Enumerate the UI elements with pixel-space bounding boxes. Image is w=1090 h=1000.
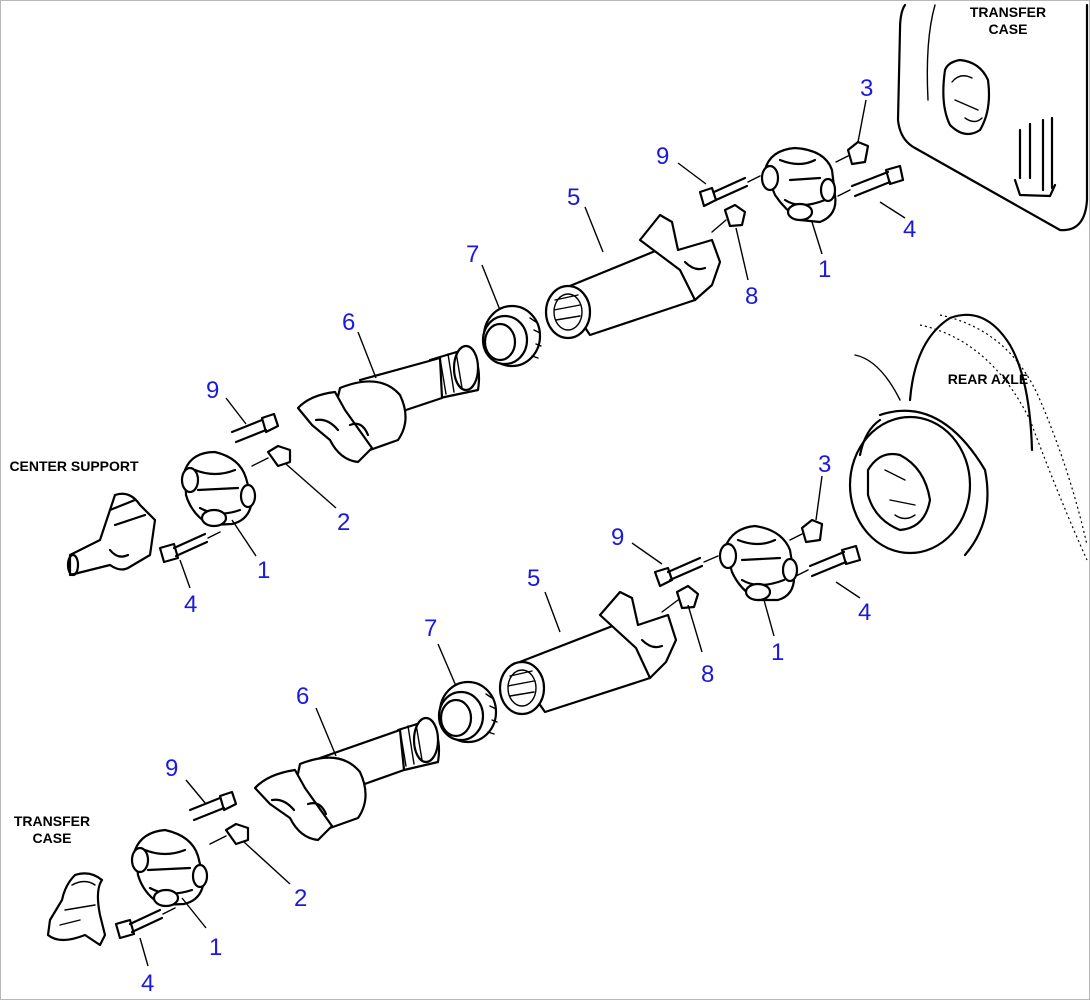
leader-lines [139,99,906,967]
callout-lower-6: 6 [296,683,309,710]
upper-grease-fitting-2 [251,444,292,468]
callout-lower-4-left: 4 [141,970,154,997]
rear-axle [848,313,1088,561]
callout-lower-9-right: 9 [611,524,624,551]
lower-driveshaft-6 [253,716,441,842]
callout-upper-8: 8 [745,283,758,310]
callout-lower-2: 2 [294,885,307,912]
transfer-case-bottom-flange [46,872,107,947]
callout-upper-2: 2 [337,509,350,536]
upper-universal-joint-right [760,146,837,224]
upper-universal-joint-left [180,450,257,528]
callout-lower-5: 5 [527,565,540,592]
callout-lower-4-right: 4 [858,599,871,626]
lower-grease-fitting-8 [661,584,700,613]
lower-bearing-7 [437,680,498,744]
upper-slip-yoke-5 [544,213,722,340]
callout-upper-9-left: 9 [206,377,219,404]
label-center-support: CENTER SUPPORT [9,458,139,474]
lower-bolt-9-left [188,790,238,822]
callout-lower-3: 3 [818,451,831,478]
upper-grease-fitting-8 [711,203,747,233]
upper-grease-fitting-3 [835,140,870,166]
callout-lower-7: 7 [424,615,437,642]
callout-lower-1-left: 1 [209,934,222,961]
upper-bolt-4-left [158,531,221,564]
lower-slip-yoke-5 [498,590,678,716]
upper-bolt-4-right [837,164,905,198]
center-support-bracket [66,492,157,577]
callout-upper-7: 7 [466,241,479,268]
callout-upper-4-right: 4 [903,216,916,243]
lower-bolt-4-right [795,544,862,578]
callout-lower-9-left: 9 [165,755,178,782]
label-transfer-case-top-line2: CASE [989,21,1028,37]
transfer-case-top-housing [896,3,1089,232]
lower-bolt-9-right [653,555,719,588]
upper-driveshaft-6 [296,344,481,464]
callout-upper-6: 6 [342,309,355,336]
lower-grease-fitting-3 [789,518,824,544]
label-transfer-case-bottom-line2: CASE [33,830,72,846]
lower-bolt-4-left [114,907,176,940]
upper-bearing-7 [481,304,542,368]
callout-upper-9-right: 9 [656,143,669,170]
callout-upper-1-right: 1 [818,256,831,283]
callout-lower-8: 8 [701,661,714,688]
label-transfer-case-top-line1: TRANSFER [970,4,1046,20]
upper-shaft-assembly [158,140,905,564]
upper-bolt-9-right [698,175,761,208]
lower-universal-joint-left [130,828,209,908]
label-transfer-case-bottom-line1: TRANSFER [14,813,90,829]
callout-lower-1-right: 1 [771,639,784,666]
callout-upper-4-left: 4 [184,591,197,618]
lower-grease-fitting-2 [209,822,250,846]
callout-upper-3: 3 [860,75,873,102]
callout-upper-5: 5 [567,184,580,211]
lower-universal-joint-right [718,524,799,602]
callout-upper-1-left: 1 [257,557,270,584]
upper-bolt-9-left [230,412,280,444]
lower-shaft-assembly [114,518,862,940]
label-rear-axle: REAR AXLE [948,371,1028,387]
